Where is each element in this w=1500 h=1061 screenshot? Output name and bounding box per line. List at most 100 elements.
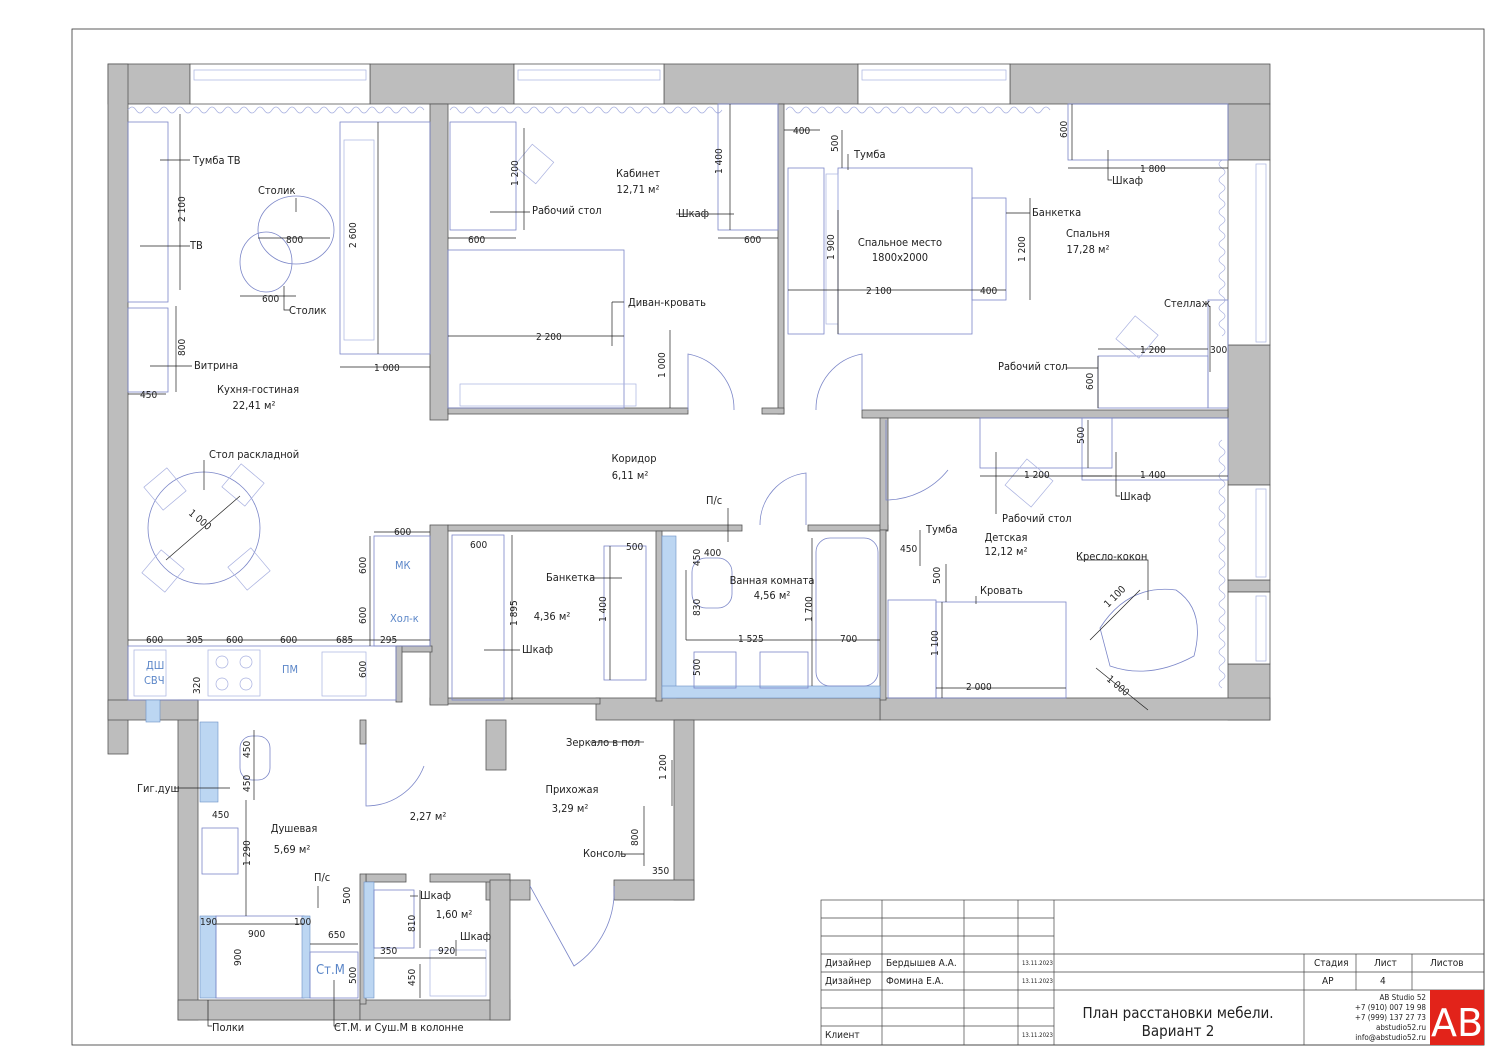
label-stm: Ст.М: [316, 963, 345, 978]
label-stol-raskladnoy: Стол раскладной: [209, 448, 299, 461]
dimension-label: 350: [652, 866, 669, 877]
tb-r1-name: Бердышев А.А.: [886, 958, 957, 969]
dimension-label: 295: [380, 635, 397, 646]
label-stolik-2: Столик: [289, 304, 326, 317]
dimension-label: 1 525: [738, 634, 764, 645]
dimension-label: 1 200: [1140, 345, 1166, 356]
dimension-label: 1 400: [598, 596, 609, 622]
label-stellazh: Стеллаж: [1164, 297, 1210, 310]
leader-lines: [140, 150, 1211, 1027]
dimension-label: 1 000: [186, 508, 213, 533]
bed-place-label: Спальное место: [858, 236, 942, 249]
dimension-label: 600: [470, 540, 487, 551]
label-rab-stol-3: Рабочий стол: [1002, 512, 1072, 525]
dimension-label: 1 000: [657, 352, 668, 378]
room-cabinet-area: 12,71 м²: [617, 183, 660, 196]
dimension-label: 600: [1085, 373, 1096, 390]
dimension-label: 600: [358, 557, 369, 574]
tb-col-sheet: Лист: [1374, 958, 1397, 969]
dimension-label: 800: [630, 829, 641, 846]
tb-r2-role: Дизайнер: [825, 976, 871, 987]
dimension-label: 400: [980, 286, 997, 297]
dimension-texts: 2 100 800 600 2 600 800 1 000 450 1 000 …: [140, 121, 1227, 986]
dimension-label: 2 200: [536, 332, 562, 343]
dimension-label: 1 200: [658, 754, 669, 780]
dimension-label: 300: [1210, 345, 1227, 356]
dimension-label: 450: [692, 549, 703, 566]
dimension-label: 600: [358, 661, 369, 678]
label-tv: ТВ: [189, 239, 203, 252]
label-gigdush: Гиг.душ: [137, 782, 180, 795]
dimension-label: 1 200: [510, 160, 521, 186]
tb-email: info@abstudio52.ru: [1355, 1033, 1426, 1042]
tb-studio: AB Studio 52: [1379, 993, 1426, 1002]
room-small-area: 2,27 м²: [410, 810, 447, 823]
dimension-label: 600: [358, 607, 369, 624]
label-shkaf-6: Шкаф: [460, 930, 491, 943]
dimension-label: 2 600: [348, 222, 359, 248]
label-kreslo: Кресло-кокон: [1076, 550, 1147, 563]
sheet-frame: [71, 28, 1485, 1046]
tb-title-line1: План расстановки мебели.: [1083, 1004, 1274, 1022]
dimension-label: 600: [468, 235, 485, 246]
tb-site: abstudio52.ru: [1376, 1023, 1426, 1032]
dimension-label: 190: [200, 917, 217, 928]
dimension-label: 900: [233, 949, 244, 966]
dimension-label: 600: [394, 527, 411, 538]
dimension-label: 500: [692, 659, 703, 676]
dimension-label: 500: [932, 567, 943, 584]
label-shkaf-2: Шкаф: [1112, 174, 1143, 187]
room-kids-area: 12,12 м²: [985, 545, 1028, 558]
tb-r1-date: 13.11.2023: [1022, 960, 1053, 967]
label-tumba-1: Тумба: [853, 148, 886, 161]
room-closet-area: 1,60 м²: [436, 908, 473, 921]
label-tumba-2: Тумба: [925, 523, 958, 536]
dimension-label: 600: [280, 635, 297, 646]
label-krovat: Кровать: [980, 584, 1023, 597]
dimension-label: 800: [177, 339, 188, 356]
label-banketka-1: Банкетка: [1032, 206, 1081, 219]
room-shower-area: 5,69 м²: [274, 843, 311, 856]
dimension-label: 1 800: [1140, 164, 1166, 175]
dimension-label: 700: [840, 634, 857, 645]
label-stolik-1: Столик: [258, 184, 295, 197]
room-hall-name: Прихожая: [546, 783, 599, 796]
label-zerkalo: Зеркало в пол: [566, 736, 640, 749]
room-kitchen-area: 22,41 м²: [233, 399, 276, 412]
room-corridor-area: 6,11 м²: [612, 469, 649, 482]
label-konsol: Консоль: [583, 847, 626, 860]
walls: [107, 63, 1271, 1021]
windows: [189, 63, 1271, 665]
dimension-label: 1 400: [714, 148, 725, 174]
room-wardrobe-area: 4,36 м²: [534, 610, 571, 623]
room-corridor-name: Коридор: [612, 452, 657, 465]
dimension-label: 1 200: [1017, 236, 1028, 262]
dimension-label: 685: [336, 635, 353, 646]
dimension-label: 400: [793, 126, 810, 137]
tb-r2-name: Фомина Е.А.: [886, 976, 944, 987]
dimension-label: 450: [212, 810, 229, 821]
bed-size-label: 1800x2000: [872, 251, 928, 264]
dimension-label: 600: [226, 635, 243, 646]
dimension-label: 1 895: [509, 600, 520, 626]
label-dsh: ДШ: [146, 659, 164, 672]
room-cabinet-name: Кабинет: [616, 167, 660, 180]
dimension-label: 450: [407, 969, 418, 986]
tb-col-sheets: Листов: [1430, 958, 1464, 969]
dimension-label: 500: [1076, 427, 1087, 444]
tb-r3-role: Клиент: [825, 1030, 860, 1041]
room-bathroom-name: Ванная комната: [730, 574, 815, 587]
dimension-label: 2 100: [866, 286, 892, 297]
dimension-label: 500: [348, 967, 359, 984]
dimension-lines: [128, 104, 1228, 998]
dimension-label: 450: [140, 390, 157, 401]
label-shkaf-5: Шкаф: [420, 889, 451, 902]
label-pm: ПМ: [282, 663, 298, 676]
dimension-label: 320: [192, 677, 203, 694]
label-vitrina: Витрина: [194, 359, 238, 372]
label-divan: Диван-кровать: [628, 296, 706, 309]
dimension-label: 1 000: [1104, 674, 1131, 699]
room-kids-name: Детская: [984, 531, 1027, 544]
dimension-label: 1 900: [826, 234, 837, 260]
logo-mark: [1430, 990, 1484, 1045]
